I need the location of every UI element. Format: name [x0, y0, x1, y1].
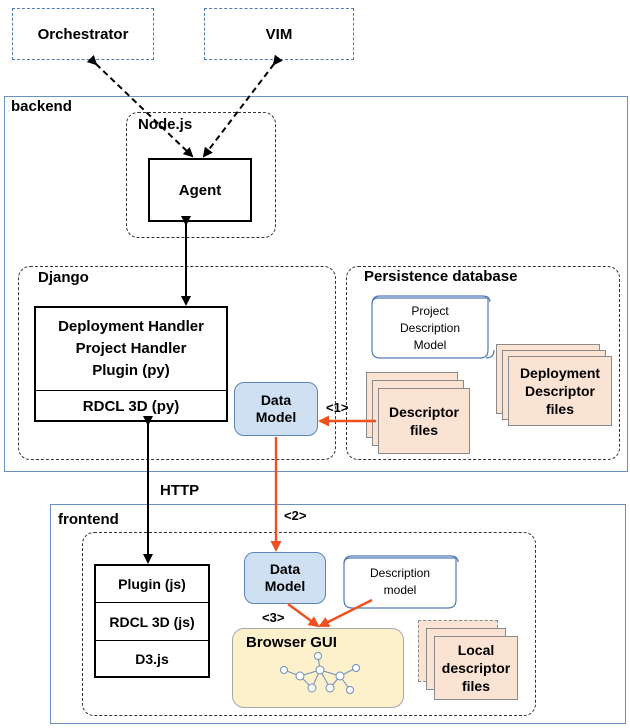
orchestrator-label: Orchestrator	[37, 25, 129, 43]
frontend-data-model: Data Model	[244, 552, 326, 604]
agent-box: Agent	[148, 158, 252, 222]
persistence-container	[346, 266, 620, 460]
backend-frame	[4, 96, 628, 472]
project-model-line2: Description	[399, 320, 461, 335]
frontend-label: frontend	[58, 511, 119, 528]
frontend-frame	[50, 504, 626, 724]
handler-box: Deployment Handler Project Handler Plugi…	[34, 306, 228, 422]
step2-label: <2>	[284, 508, 307, 523]
deployment-descriptor-files: Deployment Descriptor files	[508, 356, 612, 426]
django-container	[18, 266, 336, 460]
frontend-data-model-line1: Data	[269, 561, 301, 577]
step1-label: <1>	[326, 400, 349, 415]
nodejs-container	[126, 112, 276, 238]
django-label: Django	[38, 269, 89, 286]
rdcl-py-label: RDCL 3D (py)	[82, 397, 180, 415]
rdcl-js-label: RDCL 3D (js)	[109, 613, 195, 630]
d3js-label: D3.js	[135, 651, 169, 667]
deployment-files-line1: Deployment	[519, 365, 601, 381]
descriptor-files-line2: files	[409, 422, 438, 438]
plugin-js-label: Plugin (js)	[118, 576, 186, 592]
handler-project: Project Handler	[75, 340, 187, 357]
project-model-line1: Project	[411, 303, 449, 318]
backend-data-model-line1: Data	[260, 392, 292, 408]
step3-arrow	[287, 603, 320, 628]
description-model-arrow	[318, 598, 373, 628]
handler-deployment: Deployment Handler	[58, 318, 204, 335]
frontend-data-model-line2: Model	[264, 578, 306, 594]
backend-data-model: Data Model	[234, 382, 318, 436]
project-model-text: Project Description Model	[376, 300, 484, 356]
backend-label: backend	[11, 98, 72, 115]
local-files-line2: descriptor	[441, 660, 511, 676]
descriptor-files: Descriptor files	[378, 388, 470, 454]
description-model-line2: model	[383, 583, 417, 597]
descriptor-files-line1: Descriptor	[388, 404, 460, 420]
http-label: HTTP	[160, 482, 200, 499]
deployment-files-line3: files	[545, 401, 574, 417]
browser-gui-label: Browser GUI	[246, 634, 337, 651]
description-model-line1: Description	[369, 566, 431, 580]
step3-label: <3>	[262, 610, 285, 625]
persistence-label: Persistence database	[364, 268, 518, 285]
backend-data-model-line2: Model	[255, 409, 297, 425]
agent-label: Agent	[178, 181, 222, 199]
local-files-line3: files	[461, 678, 490, 694]
project-model-line3: Model	[413, 337, 447, 352]
frontend-inner-container	[82, 532, 536, 716]
agent-orchestrator-link	[86, 54, 194, 158]
network-graph-icon	[280, 652, 360, 694]
local-descriptor-files: Local descriptor files	[434, 636, 518, 700]
deployment-files-line2: Descriptor	[524, 383, 596, 399]
vim-label: VIM	[265, 25, 293, 43]
handler-plugin: Plugin (py)	[92, 362, 170, 379]
local-files-line1: Local	[457, 642, 495, 658]
agent-vim-link	[202, 54, 283, 158]
description-model-text: Description model	[348, 558, 452, 606]
frontend-stack: Plugin (js) RDCL 3D (js) D3.js	[94, 564, 210, 678]
orchestrator-box: Orchestrator	[12, 8, 154, 60]
